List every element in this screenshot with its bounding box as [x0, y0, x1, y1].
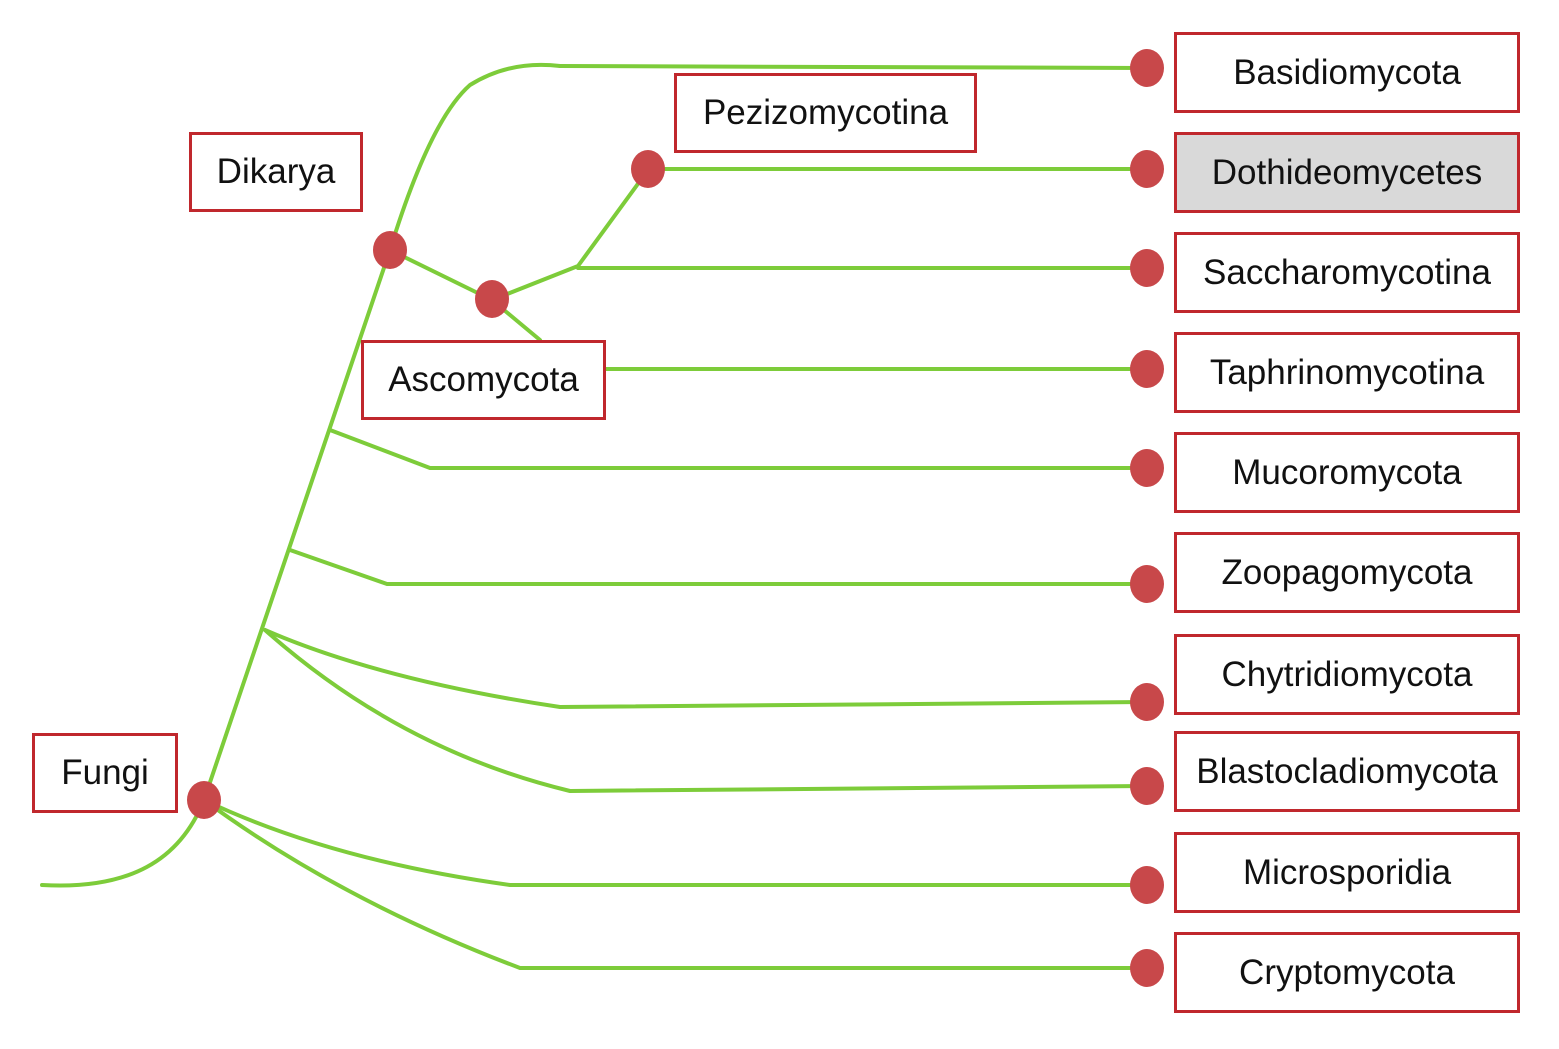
leaf-node-taphrinomycotina	[1130, 350, 1164, 388]
leaf-node-microsporidia	[1130, 866, 1164, 904]
leaf-node-blastocladiomycota	[1130, 767, 1164, 805]
leaf-label-chytridiomycota: Chytridiomycota	[1174, 634, 1520, 715]
leaf-label-blastocladiomycota: Blastocladiomycota	[1174, 731, 1520, 812]
main-trunk	[202, 62, 562, 802]
branch-ascomycota-stem	[388, 248, 494, 302]
leaf-node-mucoromycota	[1130, 449, 1164, 487]
node-pezizomycotina	[631, 150, 665, 188]
branch-to-pezizomycotina	[490, 168, 650, 302]
branch-mucoromycota	[328, 428, 1149, 470]
leaf-node-dothideomycetes	[1130, 150, 1164, 188]
leaf-label-taphrinomycotina: Taphrinomycotina	[1174, 332, 1520, 413]
leaf-label-mucoromycota: Mucoromycota	[1174, 432, 1520, 513]
leaf-label-cryptomycota: Cryptomycota	[1174, 932, 1520, 1013]
root-branch	[40, 798, 206, 888]
leaf-label-zoopagomycota: Zoopagomycota	[1174, 532, 1520, 613]
leaf-label-saccharomycotina: Saccharomycotina	[1174, 232, 1520, 313]
leaf-node-saccharomycotina	[1130, 249, 1164, 287]
leaf-label-basidiomycota: Basidiomycota	[1174, 32, 1520, 113]
leaf-node-zoopagomycota	[1130, 565, 1164, 603]
branch-microsporidia	[202, 798, 1149, 887]
branch-basidiomycota	[558, 64, 1149, 70]
leaf-node-cryptomycota	[1130, 949, 1164, 987]
node-fungi	[187, 781, 221, 819]
node-ascomycota	[475, 280, 509, 318]
branch-chytridiomycota	[263, 628, 1149, 709]
leaf-node-basidiomycota	[1130, 49, 1164, 87]
branch-blastocladiomycota	[263, 628, 1149, 793]
branch-zoopagomycota	[288, 548, 1149, 586]
leaf-label-dothideomycetes: Dothideomycetes	[1174, 132, 1520, 213]
leaf-label-microsporidia: Microsporidia	[1174, 832, 1520, 913]
branch-cryptomycota	[202, 798, 1149, 970]
clade-label-pezizomycotina: Pezizomycotina	[674, 73, 977, 153]
node-dikarya	[373, 231, 407, 269]
clade-label-fungi: Fungi	[32, 733, 178, 813]
clade-label-dikarya: Dikarya	[189, 132, 363, 212]
clade-label-ascomycota: Ascomycota	[361, 340, 606, 420]
leaf-node-chytridiomycota	[1130, 683, 1164, 721]
